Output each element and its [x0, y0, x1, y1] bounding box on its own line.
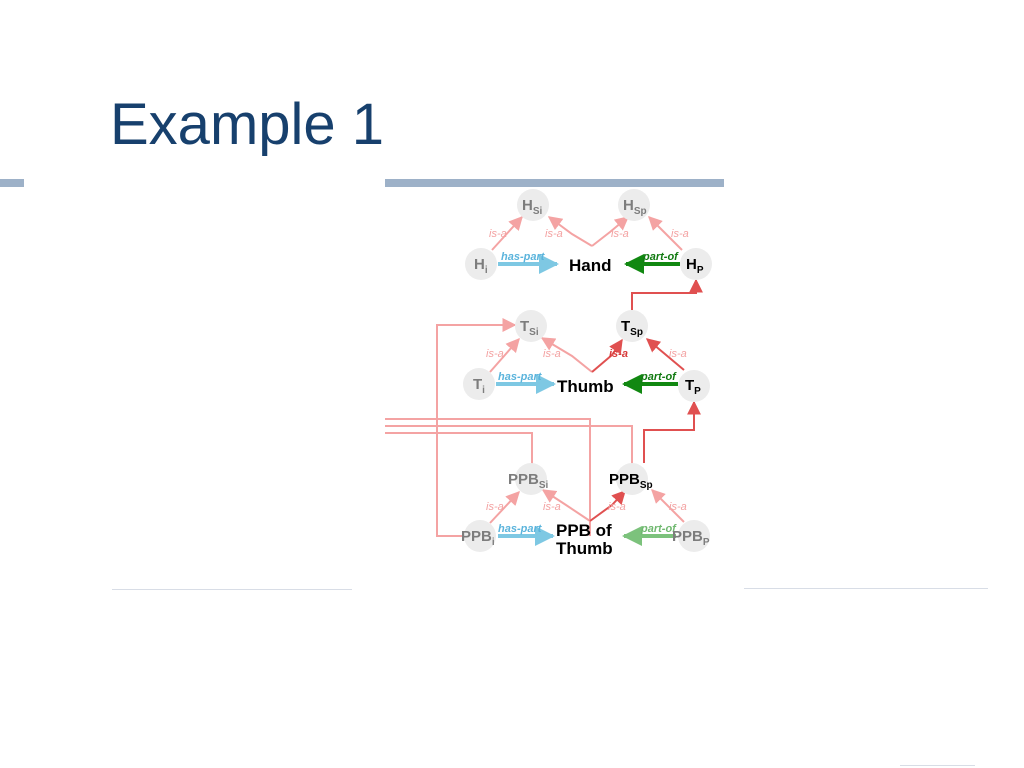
center-thumb: Thumb — [557, 377, 614, 396]
node-ppb-sp: PPBSp — [609, 463, 653, 495]
node-t-p: TP — [678, 370, 710, 402]
faint-divider-left — [112, 589, 352, 590]
svg-text:TSi: TSi — [520, 318, 539, 338]
label-has-part: has-part — [498, 371, 543, 383]
title-rule-right — [385, 179, 724, 187]
route-tsp-to-hp — [631, 278, 703, 310]
svg-text:TSp: TSp — [621, 318, 643, 338]
title-rule-left — [0, 179, 24, 187]
connector-routes — [385, 318, 633, 537]
node-ppb-p: PPBP — [672, 520, 710, 552]
slide-title: Example 1 — [110, 92, 385, 157]
label-is-a: is-a — [543, 501, 561, 513]
center-hand: Hand — [569, 256, 612, 275]
label-is-a: is-a — [609, 348, 628, 360]
label-is-a: is-a — [608, 501, 626, 513]
svg-text:HP: HP — [686, 256, 704, 276]
faint-divider-right — [744, 588, 988, 589]
node-ppb-si: PPBSi — [508, 463, 549, 495]
route-left-stub-2 — [385, 425, 633, 468]
center-ppb-of-thumb-line2: Thumb — [556, 539, 613, 558]
node-h-p: HP — [680, 248, 712, 280]
node-t-sp: TSp — [616, 310, 648, 342]
label-part-of: part-of — [640, 523, 677, 535]
label-has-part: has-part — [498, 523, 543, 535]
is-a-arrows — [489, 215, 685, 524]
label-is-a: is-a — [489, 228, 507, 240]
svg-text:HSp: HSp — [623, 197, 647, 217]
label-part-of: part-of — [642, 251, 679, 263]
label-is-a: is-a — [543, 348, 561, 360]
node-h-i: Hi — [465, 248, 497, 280]
svg-text:PPBSp: PPBSp — [609, 471, 653, 491]
node-ppb-i: PPBi — [461, 520, 496, 552]
route-ppbsp-to-tp — [643, 400, 701, 463]
label-is-a: is-a — [486, 501, 504, 513]
center-ppb-of-thumb-line1: PPB of — [556, 521, 612, 540]
route-ppbi-to-tsi — [436, 318, 517, 537]
svg-text:PPBP: PPBP — [672, 528, 710, 548]
svg-text:PPBi: PPBi — [461, 528, 495, 548]
label-part-of: part-of — [640, 371, 677, 383]
label-is-a: is-a — [669, 501, 687, 513]
route-left-stub-1 — [385, 418, 591, 536]
relation-labels: is-a is-a is-a is-a has-part part-of is-… — [486, 228, 689, 535]
svg-text:Ti: Ti — [473, 376, 485, 396]
route-left-stub-3 — [385, 432, 533, 466]
label-is-a: is-a — [669, 348, 687, 360]
svg-text:TP: TP — [685, 377, 701, 397]
node-t-si: TSi — [515, 310, 547, 342]
label-is-a: is-a — [545, 228, 563, 240]
label-is-a: is-a — [486, 348, 504, 360]
label-has-part: has-part — [501, 251, 546, 263]
svg-text:Hi: Hi — [474, 256, 488, 276]
node-t-i: Ti — [463, 368, 495, 400]
strong-routes — [631, 278, 703, 463]
node-h-sp: HSp — [618, 189, 650, 221]
label-is-a: is-a — [611, 228, 629, 240]
svg-text:PPBSi: PPBSi — [508, 471, 549, 491]
label-is-a: is-a — [671, 228, 689, 240]
svg-text:HSi: HSi — [522, 197, 543, 217]
faint-divider-bottom — [900, 765, 975, 766]
node-h-si: HSi — [517, 189, 549, 221]
part-arrows — [496, 254, 680, 546]
